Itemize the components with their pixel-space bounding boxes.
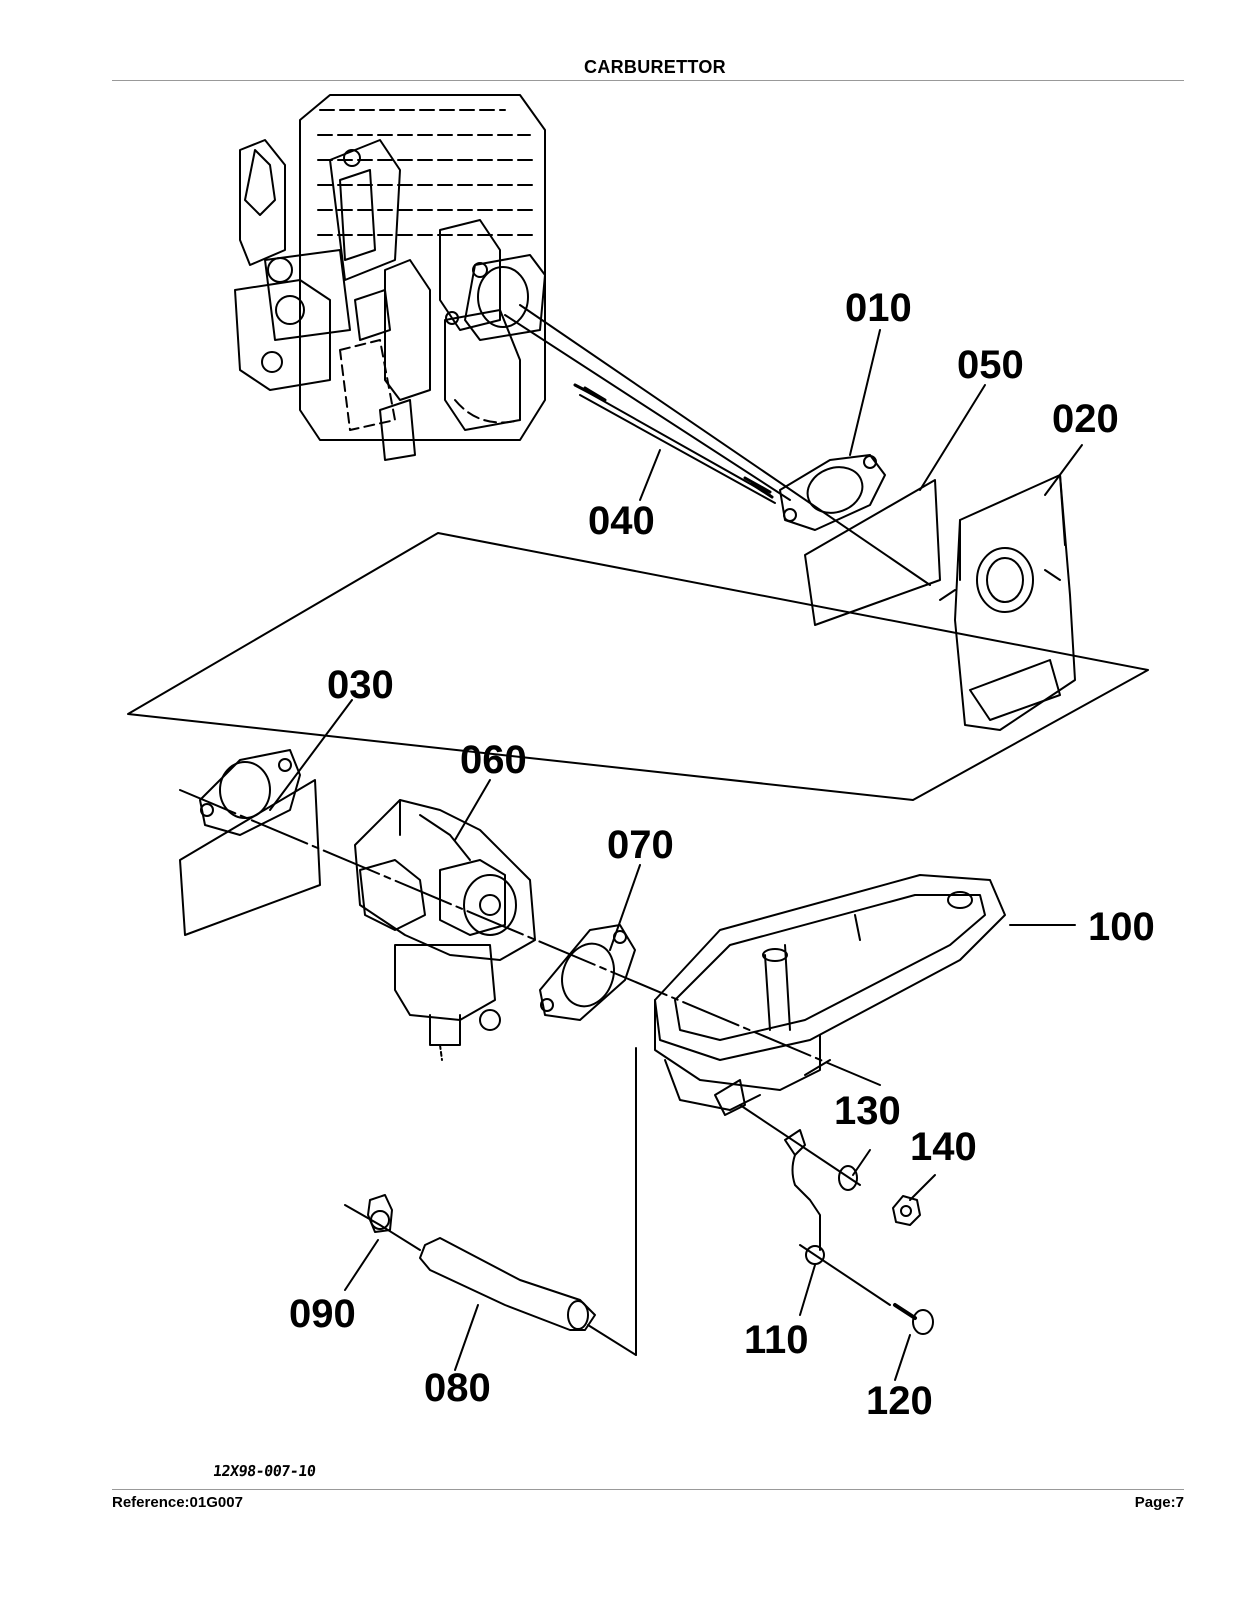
leader-060 xyxy=(454,779,491,841)
gasket-010 xyxy=(779,454,886,531)
upper-centerline xyxy=(504,314,791,501)
footer-rule xyxy=(112,1489,1184,1490)
gasket-070 xyxy=(539,924,636,1021)
stud-bolt-040 xyxy=(573,383,776,504)
callout-120: 120 xyxy=(866,1379,933,1423)
insulator-050 xyxy=(804,479,941,626)
callout-020: 020 xyxy=(1052,397,1119,441)
leader-130 xyxy=(852,1149,871,1176)
header-rule xyxy=(112,80,1184,81)
footer-page-number: Page:7 xyxy=(1134,1494,1184,1511)
callout-140: 140 xyxy=(910,1125,977,1169)
leader-070 xyxy=(609,864,641,951)
gasket-030 xyxy=(199,749,301,836)
breather-hose-080 xyxy=(419,1237,596,1331)
leader-020 xyxy=(1044,444,1083,496)
leader-080 xyxy=(454,1304,479,1371)
nut-140 xyxy=(892,1195,921,1226)
callout-010: 010 xyxy=(845,286,912,330)
insulator-030 xyxy=(179,779,321,936)
callout-030: 030 xyxy=(327,663,394,707)
callout-080: 080 xyxy=(424,1366,491,1410)
assembly-plane xyxy=(127,532,1149,801)
bracket-020 xyxy=(939,474,1076,731)
leader-050 xyxy=(919,384,986,491)
engine-cylinder-head xyxy=(234,94,546,461)
carburettor-060 xyxy=(354,799,536,1061)
leader-040 xyxy=(639,449,661,501)
leader-030 xyxy=(269,699,353,811)
callout-040: 040 xyxy=(588,499,655,543)
leader-090 xyxy=(344,1239,379,1291)
leader-010 xyxy=(849,329,881,456)
footer-reference: Reference:01G007 xyxy=(112,1494,243,1511)
callout-100: 100 xyxy=(1088,905,1155,949)
breather-hose-line-2 xyxy=(587,1324,637,1356)
callout-090: 090 xyxy=(289,1292,356,1336)
leader-120 xyxy=(894,1334,911,1381)
ground-wire xyxy=(784,1129,825,1265)
callout-060: 060 xyxy=(460,738,527,782)
callout-050: 050 xyxy=(957,343,1024,387)
page-title: CARBURETTOR xyxy=(584,57,726,77)
air-cleaner-case-100 xyxy=(654,874,1006,1116)
leader-110 xyxy=(799,1264,816,1316)
drawing-code: 12X98-007-10 xyxy=(212,1462,317,1480)
callout-130: 130 xyxy=(834,1089,901,1133)
screw-120 xyxy=(893,1303,934,1335)
callout-070: 070 xyxy=(607,823,674,867)
clamp-090 xyxy=(344,1194,421,1251)
screw-centerline xyxy=(799,1244,891,1306)
leader-140 xyxy=(909,1174,936,1201)
lower-centerline xyxy=(179,789,881,1086)
upper-centerline-2 xyxy=(519,304,931,586)
callout-110: 110 xyxy=(744,1318,809,1362)
washer-130 xyxy=(838,1165,858,1191)
